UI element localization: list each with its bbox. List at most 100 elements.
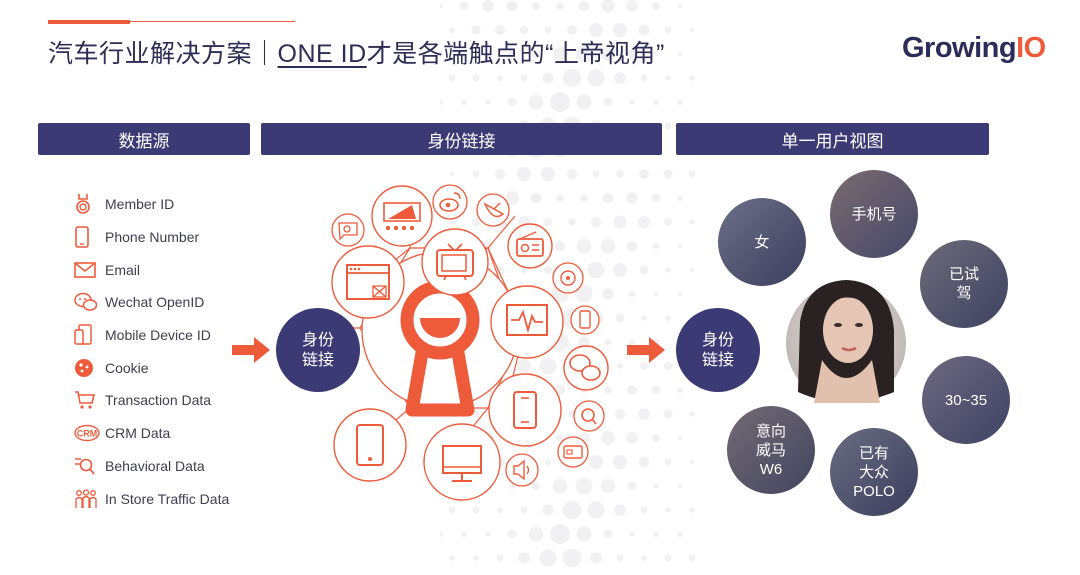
background-dot	[532, 482, 540, 490]
list-item: Wechat OpenID	[74, 286, 229, 319]
background-dot	[496, 554, 504, 562]
background-dot	[689, 267, 695, 273]
header-single-user-view: 单一用户视图	[676, 123, 989, 155]
background-dot	[575, 45, 593, 63]
background-dot	[440, 99, 443, 105]
search-list-icon	[74, 454, 100, 478]
background-dot	[520, 506, 528, 514]
background-dot	[638, 216, 650, 228]
tag-age-range: 30~35	[922, 356, 1010, 444]
background-dot	[440, 3, 443, 9]
background-dot	[544, 266, 552, 274]
background-dot	[544, 26, 552, 34]
growingio-logo: GrowingIO	[902, 32, 1046, 65]
crm-icon: CRM	[74, 421, 100, 445]
background-dot	[508, 482, 516, 490]
arrow-right-icon	[627, 337, 665, 363]
background-dot	[653, 51, 659, 57]
background-dot	[532, 50, 540, 58]
background-dot	[677, 243, 683, 249]
background-dot	[651, 385, 661, 395]
source-label: Member ID	[105, 196, 175, 213]
background-dot	[578, 0, 590, 12]
background-dot	[677, 3, 683, 9]
background-dot	[651, 193, 661, 203]
wechat-icon	[74, 290, 100, 314]
source-list: Member ID Phone Number Email Wechat Open…	[74, 188, 229, 515]
background-dot	[449, 171, 455, 177]
source-label: Cookie	[105, 359, 149, 376]
background-dot	[519, 25, 529, 35]
background-dot	[532, 2, 540, 10]
source-label: Transaction Data	[105, 392, 212, 409]
background-dot	[677, 195, 683, 201]
background-dot	[507, 529, 517, 539]
background-dot	[471, 25, 481, 35]
background-dot	[663, 169, 673, 179]
background-dot	[544, 218, 552, 226]
background-dot	[653, 483, 659, 489]
title-suffix: 才是各端触点的“上帝视角”	[366, 40, 665, 68]
background-dot	[677, 483, 683, 489]
background-dot	[507, 97, 517, 107]
devices-icon	[74, 323, 100, 347]
background-dot	[578, 336, 590, 348]
background-dot	[616, 362, 624, 370]
list-item: Phone Number	[74, 221, 229, 254]
background-dot	[440, 531, 443, 537]
background-dot	[461, 99, 467, 105]
title-accent-line	[130, 21, 295, 22]
background-dot	[600, 238, 616, 254]
background-dot	[517, 359, 531, 373]
background-dot	[677, 531, 683, 537]
background-dot	[639, 169, 649, 179]
background-dot	[576, 526, 592, 542]
tag-intent-weltmeister-w6: 意向 威马 W6	[727, 406, 815, 494]
background-dot	[665, 267, 671, 273]
background-dot	[552, 478, 568, 494]
background-dot	[496, 74, 504, 82]
background-dot	[516, 166, 532, 182]
background-dot	[556, 2, 564, 10]
logo-main: Growing	[902, 32, 1017, 64]
source-label: In Store Traffic Data	[105, 490, 230, 507]
background-dot	[494, 168, 506, 180]
background-dot	[494, 24, 506, 36]
background-dot	[638, 408, 650, 420]
identity-hub-left	[276, 308, 360, 392]
background-dot	[627, 49, 637, 59]
background-dot	[604, 338, 612, 346]
background-dot	[664, 218, 672, 226]
background-dot	[628, 290, 636, 298]
background-dot	[601, 47, 615, 61]
background-dot	[653, 531, 659, 537]
background-dot	[689, 75, 695, 81]
background-dot	[689, 219, 695, 225]
background-dot	[614, 408, 626, 420]
background-dot	[496, 266, 504, 274]
background-dot	[556, 434, 564, 442]
background-dot	[664, 554, 672, 562]
background-dot	[576, 238, 592, 254]
background-dot	[627, 385, 637, 395]
list-item: Transaction Data	[74, 384, 229, 417]
background-dot	[528, 94, 544, 110]
user-portrait	[778, 275, 914, 411]
background-dot	[616, 170, 624, 178]
background-dot	[601, 431, 615, 445]
background-dot	[615, 313, 625, 323]
background-dot	[603, 97, 613, 107]
identity-hub-right	[676, 308, 760, 392]
background-dot	[449, 555, 455, 561]
background-dot	[539, 549, 557, 567]
background-dot	[689, 27, 695, 33]
header-identity-linking: 身份链接	[261, 123, 662, 155]
background-dot	[440, 50, 444, 58]
list-item: In Store Traffic Data	[74, 482, 229, 515]
envelope-icon	[74, 258, 100, 282]
background-dot	[520, 74, 528, 82]
background-dot	[496, 506, 504, 514]
background-dot	[601, 0, 615, 13]
background-dot	[653, 291, 659, 297]
